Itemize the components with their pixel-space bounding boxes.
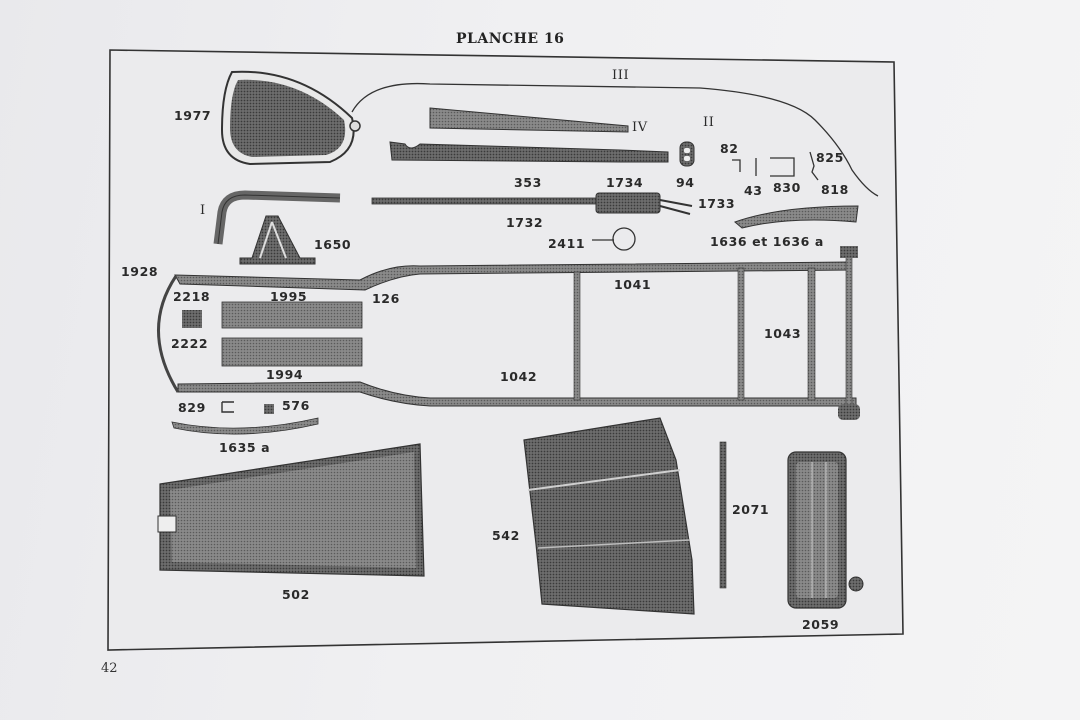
- label-43: 43: [744, 183, 763, 198]
- link-94-part: [679, 141, 695, 167]
- bar-353-part: [389, 141, 669, 163]
- wire-iii-part: [351, 82, 879, 197]
- radiator-grille-part: [220, 70, 361, 166]
- page-title: PLANCHE 16: [456, 31, 565, 47]
- spring-1636-part: [734, 205, 859, 229]
- label-1732: 1732: [506, 215, 544, 230]
- manifold-1650-part: [239, 215, 316, 265]
- clip-829-part: [221, 401, 234, 413]
- label-82: 82: [720, 141, 739, 156]
- chassis-frame-part: [157, 246, 860, 420]
- small-parts-group: [732, 151, 819, 181]
- label-502: 502: [282, 587, 310, 602]
- label-825: 825: [816, 150, 844, 165]
- label-2222: 2222: [171, 336, 209, 351]
- label-353: 353: [514, 175, 542, 190]
- tray-502-part: [157, 443, 425, 577]
- label-542: 542: [492, 528, 520, 543]
- panel-542-part: [523, 417, 695, 615]
- label-818: 818: [821, 182, 849, 197]
- clip-576-part: [264, 404, 274, 414]
- page-number: 42: [101, 661, 118, 676]
- label-1928: 1928: [121, 264, 159, 279]
- label-2411: 2411: [548, 236, 586, 251]
- label-126: 126: [372, 291, 400, 306]
- label-1042: 1042: [500, 369, 538, 384]
- lever-iv-part: [429, 107, 629, 133]
- label-1636: 1636 et 1636 a: [710, 234, 824, 249]
- label-1041: 1041: [614, 277, 652, 292]
- label-2071: 2071: [732, 502, 770, 517]
- label-iv: IV: [632, 120, 648, 135]
- plate-1994-part: [221, 337, 363, 367]
- label-ii: II: [703, 115, 715, 130]
- label-1977: 1977: [174, 108, 212, 123]
- label-iii: III: [612, 68, 630, 83]
- label-1994: 1994: [266, 367, 304, 382]
- block-2218-part: [182, 310, 202, 328]
- label-2059: 2059: [802, 617, 840, 632]
- label-576: 576: [282, 398, 310, 413]
- label-829: 829: [178, 400, 206, 415]
- label-1650: 1650: [314, 237, 352, 252]
- label-94: 94: [676, 175, 695, 190]
- label-1734: 1734: [606, 175, 644, 190]
- plate-1995-part: [221, 301, 363, 329]
- label-i: I: [200, 203, 206, 218]
- pin-2411-part: [592, 227, 636, 251]
- label-2218: 2218: [173, 289, 211, 304]
- spring-1635a-part: [171, 417, 319, 435]
- label-1043: 1043: [764, 326, 802, 341]
- rod-2071-part: [719, 441, 727, 589]
- label-1635a: 1635 a: [219, 440, 271, 455]
- label-830: 830: [773, 180, 801, 195]
- label-1733: 1733: [698, 196, 736, 211]
- tank-2059-part: [787, 451, 864, 609]
- rod-1732-part: [371, 192, 693, 215]
- label-1995: 1995: [270, 289, 308, 304]
